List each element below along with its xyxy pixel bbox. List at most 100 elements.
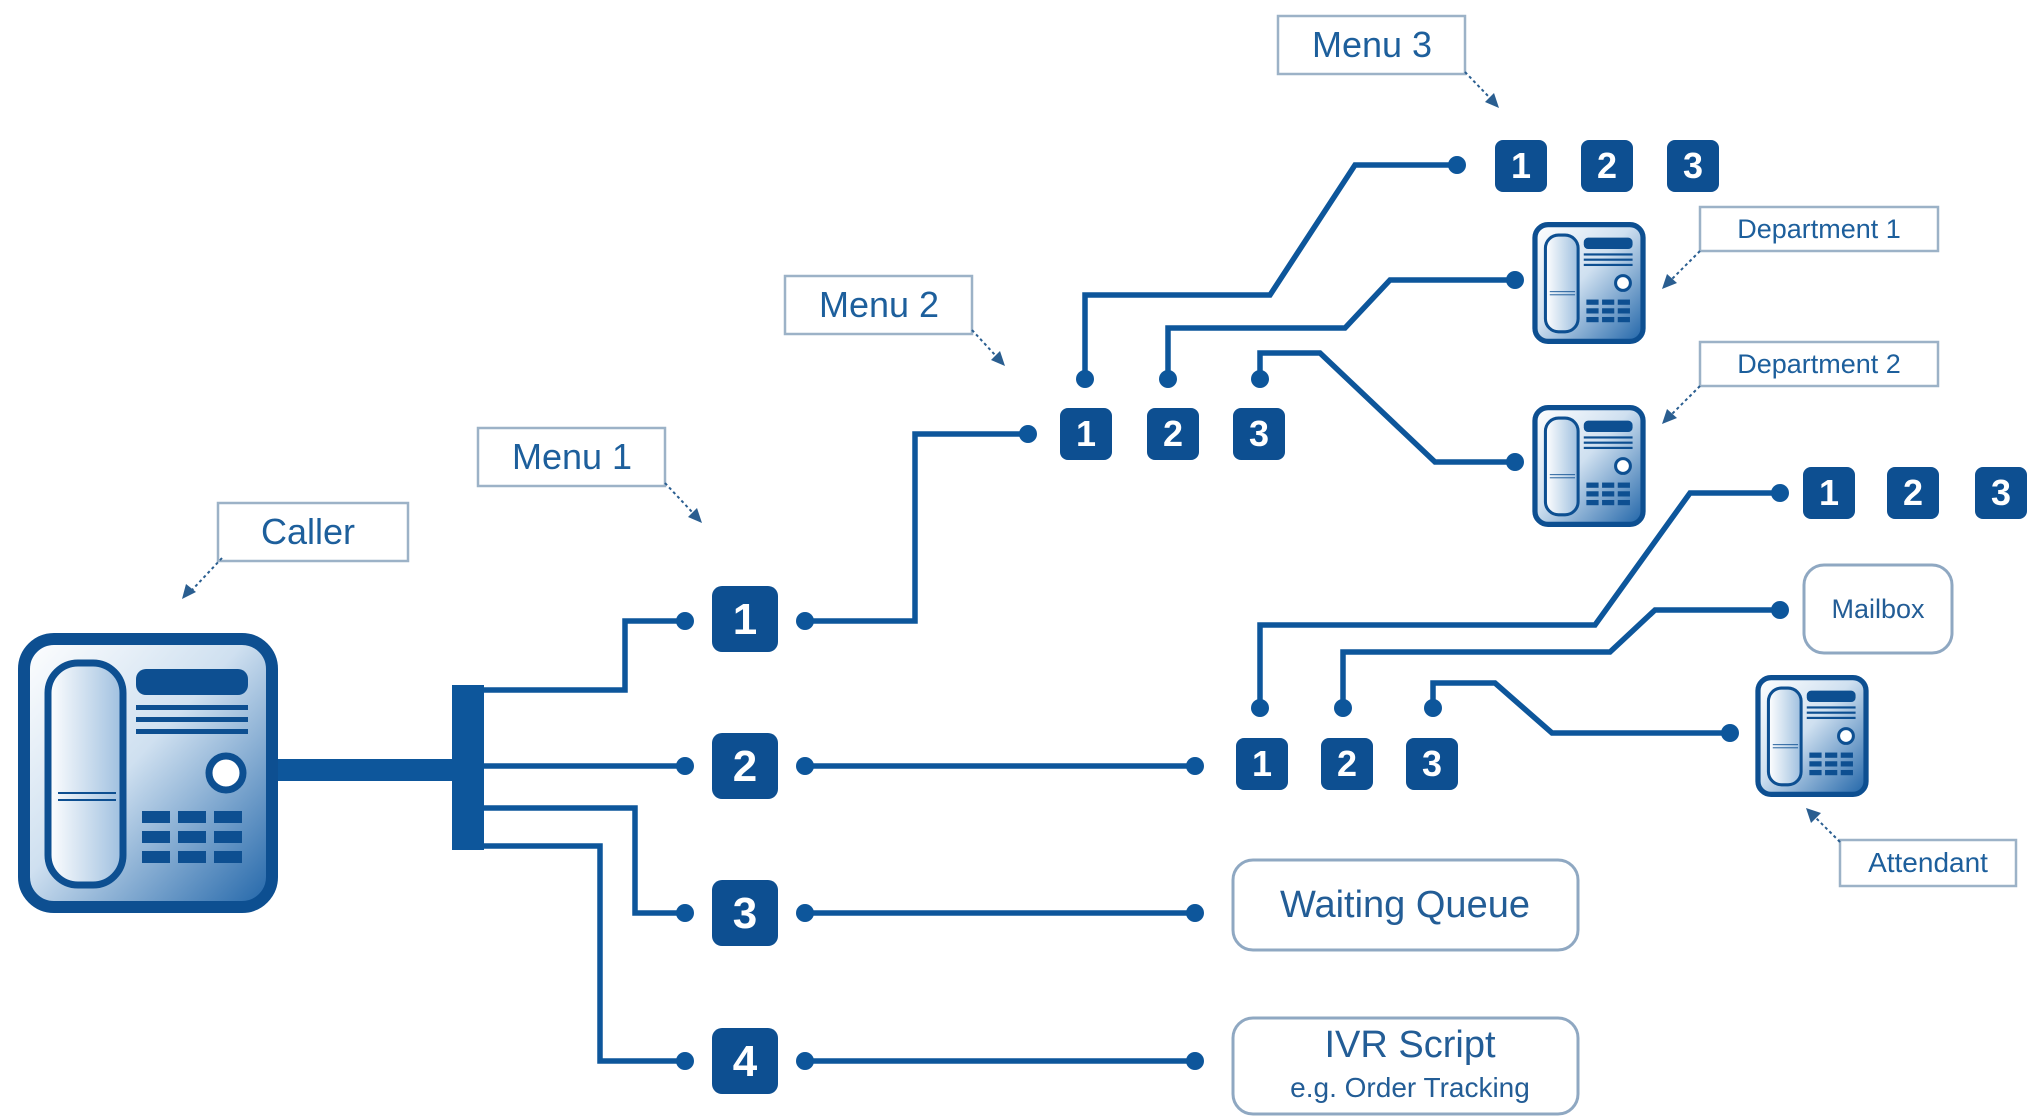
svg-text:2: 2 — [1903, 472, 1923, 513]
submenu-key[interactable]: 2 — [1321, 738, 1373, 790]
dot — [1076, 370, 1094, 388]
dot — [796, 757, 814, 775]
dot — [796, 612, 814, 630]
wire-menu1-key4-in — [484, 843, 685, 1064]
svg-text:3: 3 — [1249, 413, 1269, 454]
connection-lines — [275, 162, 1780, 1064]
submenu-key[interactable]: 3 — [1406, 738, 1458, 790]
dot — [1186, 757, 1204, 775]
svg-text:2: 2 — [1163, 413, 1183, 454]
wire-submenu-key2-to-mailbox — [1340, 607, 1780, 708]
menu3-key[interactable]: 2 — [1581, 140, 1633, 192]
dot — [676, 612, 694, 630]
desk-phone-icon — [1758, 678, 1866, 795]
dot — [1019, 425, 1037, 443]
dot — [1506, 271, 1524, 289]
wire-submenu-key3-to-attendant — [1430, 680, 1730, 736]
wire-menu1-key3-in — [484, 805, 685, 916]
dot — [1506, 453, 1524, 471]
dot — [1251, 370, 1269, 388]
ivr-script-box[interactable]: IVR Script e.g. Order Tracking — [1231, 1016, 1580, 1116]
menu3-label: Menu 3 — [1276, 14, 1467, 76]
caller-pointer-head — [182, 584, 196, 599]
svg-text:Attendant: Attendant — [1868, 847, 1988, 878]
menu2-key[interactable]: 2 — [1147, 408, 1199, 460]
wire-menu2-key2-to-department1 — [1165, 277, 1515, 379]
dot — [1771, 484, 1789, 502]
dot — [676, 904, 694, 922]
wire-menu2-key1-to-menu3 — [1082, 162, 1457, 379]
svg-text:2: 2 — [1337, 743, 1357, 784]
svg-text:1: 1 — [1076, 413, 1096, 454]
department1-pointer — [1671, 250, 1701, 280]
dot — [1771, 601, 1789, 619]
desk-phone-icon — [1535, 408, 1643, 525]
menu3-keypad: 1 2 3 — [1495, 140, 1719, 192]
wire-menu1-key1-in — [484, 618, 685, 693]
svg-text:4: 4 — [733, 1037, 758, 1086]
svg-text:IVR Script: IVR Script — [1324, 1024, 1495, 1066]
svg-text:3: 3 — [1422, 743, 1442, 784]
menu2-pointer — [971, 329, 997, 357]
svg-text:3: 3 — [1991, 472, 2011, 513]
connection-dots — [676, 156, 1789, 1070]
menu1-keypad: 1 2 3 4 — [712, 586, 778, 1094]
menu3-key[interactable]: 1 — [1495, 140, 1547, 192]
wire-key1-to-menu2 — [805, 431, 1028, 624]
dot — [1186, 1052, 1204, 1070]
menu2-keypad: 1 2 3 — [1060, 408, 1285, 460]
attendant-pointer — [1815, 817, 1841, 843]
submenu-end-key[interactable]: 1 — [1803, 467, 1855, 519]
menu1-key[interactable]: 1 — [712, 586, 778, 652]
svg-text:1: 1 — [733, 595, 757, 644]
svg-text:2: 2 — [733, 742, 757, 791]
menu1-key[interactable]: 3 — [712, 880, 778, 946]
svg-text:Menu 3: Menu 3 — [1312, 24, 1432, 65]
dot — [1159, 370, 1177, 388]
dot — [1186, 904, 1204, 922]
dot — [1334, 699, 1352, 717]
desk-phone-icon — [1535, 225, 1643, 342]
svg-text:Menu 1: Menu 1 — [512, 436, 632, 477]
svg-text:3: 3 — [1683, 145, 1703, 186]
dot — [676, 757, 694, 775]
menu1-key[interactable]: 2 — [712, 733, 778, 799]
attendant-label: Attendant — [1838, 838, 2018, 888]
svg-text:2: 2 — [1597, 145, 1617, 186]
department2-pointer-head — [1662, 409, 1677, 424]
distribution-bar — [452, 685, 484, 850]
svg-text:Mailbox: Mailbox — [1831, 594, 1925, 624]
menu1-key[interactable]: 4 — [712, 1028, 778, 1094]
submenu-end-keypad: 1 2 3 — [1803, 467, 2027, 519]
wire-menu2-key3-to-department2 — [1257, 350, 1515, 465]
svg-text:Department 1: Department 1 — [1737, 214, 1901, 244]
dot — [796, 1052, 814, 1070]
dot — [1448, 156, 1466, 174]
menu2-key[interactable]: 3 — [1233, 408, 1285, 460]
desk-phone-icon — [24, 639, 272, 907]
svg-text:1: 1 — [1252, 743, 1272, 784]
svg-text:Menu 2: Menu 2 — [819, 284, 939, 325]
menu2-key[interactable]: 1 — [1060, 408, 1112, 460]
dot — [1251, 699, 1269, 717]
svg-text:Waiting Queue: Waiting Queue — [1280, 884, 1530, 926]
dot — [796, 904, 814, 922]
submenu-key[interactable]: 1 — [1236, 738, 1288, 790]
department1-pointer-head — [1662, 274, 1677, 289]
mailbox-box[interactable]: Mailbox — [1802, 563, 1954, 655]
attendant-pointer-head — [1806, 808, 1821, 823]
menu3-key[interactable]: 3 — [1667, 140, 1719, 192]
svg-text:Caller: Caller — [261, 511, 355, 552]
submenu-end-key[interactable]: 3 — [1975, 467, 2027, 519]
dot — [1424, 699, 1442, 717]
waiting-queue-box[interactable]: Waiting Queue — [1231, 858, 1580, 952]
svg-text:Department 2: Department 2 — [1737, 349, 1901, 379]
dot — [676, 1052, 694, 1070]
wire-submenu-key1-to-endkeys — [1257, 490, 1780, 708]
menu1-pointer — [664, 482, 694, 514]
submenu-end-key[interactable]: 2 — [1887, 467, 1939, 519]
caller-pointer — [191, 557, 223, 591]
menu3-pointer-head — [1485, 93, 1499, 108]
svg-text:1: 1 — [1819, 472, 1839, 513]
